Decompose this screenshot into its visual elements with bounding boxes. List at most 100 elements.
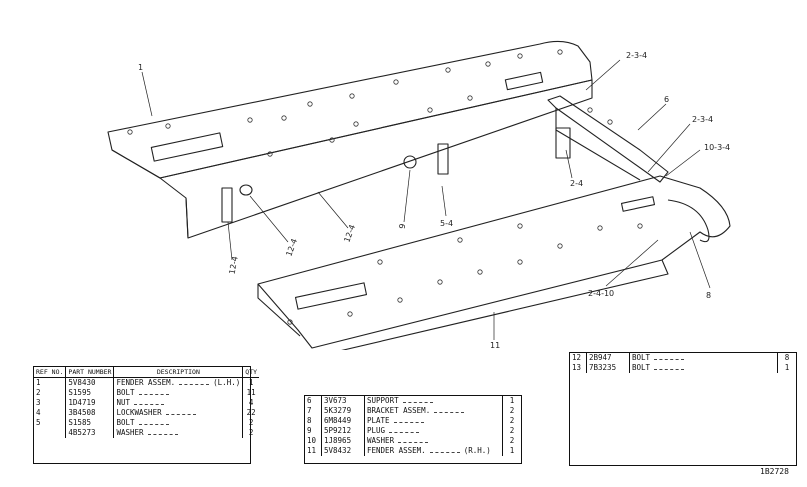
row-part-number: 5K3279: [321, 406, 365, 416]
callout-2-4-10: 2-4-10: [588, 289, 614, 298]
row-quantity-text: 1: [509, 396, 515, 405]
row-description: PLUG: [364, 426, 503, 436]
block-left-top: [150, 132, 224, 162]
row-description: BOLT: [113, 388, 244, 398]
row-ref-text: 10: [307, 436, 317, 445]
row-ref-text: 1: [36, 378, 41, 387]
leader-dots: [138, 394, 169, 395]
leader-dots: [179, 384, 210, 385]
row-quantity-text: 2: [248, 418, 254, 427]
row-ref: 5: [34, 418, 67, 428]
leader-dots: [165, 414, 196, 415]
block-right-plate-2: [620, 196, 656, 212]
callout-2-3-4-top: 2-3-4: [626, 51, 647, 60]
row-part-number: 6M8449: [321, 416, 365, 426]
row-ref-text: 11: [307, 446, 317, 455]
row-description-text: FENDER ASSEM.: [116, 378, 176, 387]
callout-12-4-b: 12-4: [342, 223, 357, 243]
row-description-text: BOLT: [116, 388, 135, 397]
row-part-number: S1595: [65, 388, 115, 398]
row-ref-text: 4: [36, 408, 41, 417]
row-part-number: 1D4719: [65, 398, 115, 408]
row-part-number-text: 5V8432: [324, 446, 352, 455]
callout-2-3-4-mid: 2-3-4: [692, 115, 713, 124]
row-ref: 13: [570, 363, 587, 373]
row-description: PLATE: [364, 416, 503, 426]
callout-9: 9: [398, 223, 408, 230]
row-ref-text: 8: [307, 416, 312, 425]
row-ref: 4: [34, 408, 67, 418]
table-header: REF NO. PART NUMBER DESCRIPTION QTY: [34, 367, 259, 378]
row-part-number-text: 3V673: [324, 396, 347, 405]
fender-end-curve: [667, 199, 710, 243]
support-bar: [547, 95, 669, 183]
right-fender-plate: [257, 175, 731, 349]
callout-2-4-mid: 2-4: [570, 179, 583, 188]
row-description: WASHER: [113, 428, 244, 438]
row-description-text: FENDER ASSEM.: [367, 446, 426, 455]
bracket-left: [221, 187, 233, 223]
callout-10-3-4: 10-3-4: [704, 143, 730, 152]
row-part-number-text: 2B947: [589, 353, 612, 362]
row-quantity-text: 1: [784, 363, 790, 372]
row-part-number-text: 6M8449: [324, 416, 352, 425]
row-quantity: 8: [778, 353, 797, 363]
row-quantity-text: 11: [246, 388, 256, 397]
row-ref: 8: [305, 416, 322, 426]
row-description-text: NUT: [116, 398, 130, 407]
row-note: (L.H.): [213, 378, 241, 387]
row-quantity: 4: [243, 398, 259, 408]
bracket-right: [555, 127, 571, 159]
left-fender-plate: [107, 40, 593, 179]
row-description-text: LOCKWASHER: [116, 408, 162, 417]
row-description: NUT: [113, 398, 244, 408]
row-part-number: 2B947: [586, 353, 630, 363]
row-description: BOLT: [629, 363, 778, 373]
table-row: 6 3V673 SUPPORT 1: [305, 396, 521, 406]
row-description-text: WASHER: [367, 436, 395, 445]
row-ref-text: 12: [572, 353, 582, 362]
row-quantity-text: 22: [246, 408, 256, 417]
row-ref-text: 6: [307, 396, 312, 405]
row-quantity: 1: [243, 378, 259, 389]
callout-8: 8: [706, 291, 711, 300]
bracket-mid: [437, 143, 449, 175]
row-quantity-text: 2: [248, 428, 254, 437]
callout-12-4-c: 12-4: [228, 255, 240, 274]
header-part: PART NUMBER: [65, 367, 115, 378]
row-description: BRACKET ASSEM.: [364, 406, 503, 416]
leader-dots: [389, 432, 420, 433]
row-quantity-text: 2: [509, 426, 515, 435]
header-desc: DESCRIPTION: [113, 367, 244, 378]
leader-dots: [134, 404, 164, 405]
row-part-number-text: 5P9212: [324, 426, 352, 435]
row-quantity: 1: [503, 396, 522, 406]
row-description-text: PLATE: [367, 416, 390, 425]
row-part-number-text: S1595: [68, 388, 91, 397]
row-quantity: 1: [503, 446, 522, 456]
row-quantity-text: 2: [509, 416, 515, 425]
leader-dots: [138, 424, 169, 425]
row-ref: 10: [305, 436, 322, 446]
row-ref-text: 13: [572, 363, 582, 372]
row-ref: 2: [34, 388, 67, 398]
row-ref-text: 9: [307, 426, 312, 435]
leader-dots: [654, 359, 685, 360]
row-description: SUPPORT: [364, 396, 503, 406]
row-ref-text: 5: [36, 418, 41, 427]
row-part-number-text: 1D4719: [68, 398, 96, 407]
leader-dots: [654, 369, 685, 370]
exploded-view-drawing: 1 2-3-4 6 2-3-4 10-3-4 2-4 9 5-4 12-4 12…: [107, 40, 731, 350]
row-ref: 12: [570, 353, 587, 363]
row-quantity: 11: [243, 388, 259, 398]
callout-1: 1: [138, 63, 143, 72]
row-description: FENDER ASSEM. (L.H.): [113, 377, 244, 388]
row-quantity: 1: [778, 363, 797, 373]
callout-11: 11: [490, 341, 500, 350]
row-part-number-text: 5V8430: [68, 378, 96, 387]
